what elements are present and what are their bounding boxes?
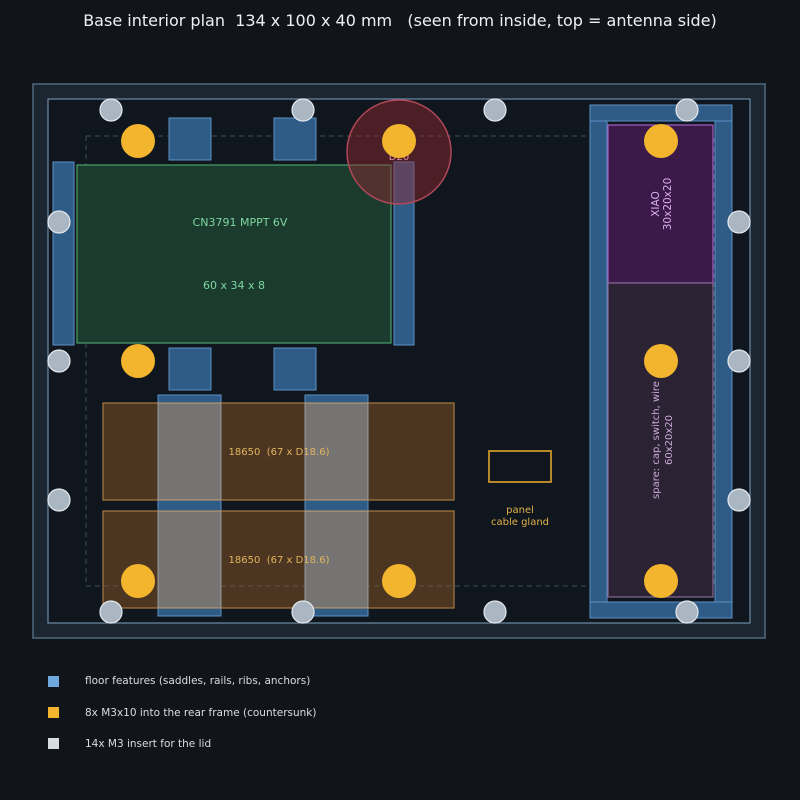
battery-1-body xyxy=(102,402,455,501)
xiao-bay-size: 30x20x20 xyxy=(662,178,674,231)
legend-swatch-screws xyxy=(48,707,59,718)
m3x10-screw-hole xyxy=(121,124,155,158)
m3x10-screw-hole xyxy=(644,124,678,158)
m3-lid-insert xyxy=(47,210,71,234)
battery-saddle-right xyxy=(304,394,369,617)
battery-saddle-left xyxy=(157,394,222,617)
m3-lid-insert xyxy=(291,98,315,122)
battery-1-strap-right xyxy=(304,402,369,501)
m3x10-screw-hole xyxy=(121,564,155,598)
battery-1-strap-left xyxy=(157,402,222,501)
charger-module-name: CN3791 MPPT 6V xyxy=(193,216,288,229)
legend-label-screws: 8x M3x10 into the rear frame (countersun… xyxy=(85,707,316,719)
charger-module-body xyxy=(76,164,392,344)
module-rail-right xyxy=(393,161,415,346)
m3-lid-insert xyxy=(727,349,751,373)
spare-bay: spare: cap, switch, wire 60x20x20 xyxy=(607,282,714,598)
diagram-title: Base interior plan 134 x 100 x 40 mm (se… xyxy=(83,11,717,30)
charger-module: CN3791 MPPT 6V 60 x 34 x 8 xyxy=(76,164,392,344)
right-bay-rib-bottom xyxy=(589,601,733,619)
m3-lid-insert xyxy=(483,600,507,624)
m3-lid-insert xyxy=(47,488,71,512)
cable-gland-label-line2: cable gland xyxy=(491,517,549,528)
m3x10-screw-hole xyxy=(644,564,678,598)
m3-lid-insert xyxy=(675,98,699,122)
lid-inserts xyxy=(47,98,751,624)
module-floor-features xyxy=(52,117,415,391)
cable-gland-label-line1: panel xyxy=(506,505,534,516)
cable-gland-cutout xyxy=(488,450,552,483)
right-bay-rail-left xyxy=(589,104,608,619)
rear-frame-screws xyxy=(121,124,678,598)
battery-2: 18650 (67 x D18.6) xyxy=(102,510,455,609)
module-anchor-top-left xyxy=(168,117,212,161)
battery-2-label: 18650 (67 x D18.6) xyxy=(229,555,330,566)
cable-gland: panel cable gland xyxy=(488,450,552,528)
m3x10-screw-hole xyxy=(382,124,416,158)
legend-swatch-floor-features xyxy=(48,676,59,687)
legend-label-inserts: 14x M3 insert for the lid xyxy=(85,738,211,750)
m3-lid-insert xyxy=(727,210,751,234)
m3-lid-insert xyxy=(291,600,315,624)
spare-bay-size: 60x20x20 xyxy=(664,415,675,465)
keepout-outline xyxy=(85,135,715,587)
spare-bay-name: spare: cap, switch, wire xyxy=(651,381,662,499)
module-anchor-top-right xyxy=(273,117,317,161)
module-anchor-bottom-left xyxy=(168,347,212,391)
spare-bay-box xyxy=(607,282,714,598)
right-bay-rails xyxy=(589,104,733,619)
m3x10-screw-hole xyxy=(121,344,155,378)
legend-label-floor-features: floor features (saddles, rails, ribs, an… xyxy=(85,675,310,687)
m3-lid-insert xyxy=(47,349,71,373)
battery-1-label: 18650 (67 x D18.6) xyxy=(229,447,330,458)
battery-2-strap-left xyxy=(157,510,222,609)
m3-lid-insert xyxy=(675,600,699,624)
m3-lid-insert xyxy=(727,488,751,512)
m3x10-screw-hole xyxy=(382,564,416,598)
m3-lid-insert xyxy=(99,98,123,122)
legend: floor features (saddles, rails, ribs, an… xyxy=(48,675,316,750)
battery-saddles xyxy=(157,394,369,617)
module-anchor-bottom-right xyxy=(273,347,317,391)
m3-lid-insert xyxy=(99,600,123,624)
battery-2-strap-right xyxy=(304,510,369,609)
battery-1: 18650 (67 x D18.6) xyxy=(102,402,455,501)
xiao-bay-name: XIAO xyxy=(650,191,662,217)
m3x10-screw-hole xyxy=(644,344,678,378)
module-rail-left xyxy=(52,161,75,346)
right-bay-rib-top xyxy=(589,104,733,122)
charger-module-size: 60 x 34 x 8 xyxy=(203,279,265,292)
m3-lid-insert xyxy=(483,98,507,122)
legend-swatch-inserts xyxy=(48,738,59,749)
